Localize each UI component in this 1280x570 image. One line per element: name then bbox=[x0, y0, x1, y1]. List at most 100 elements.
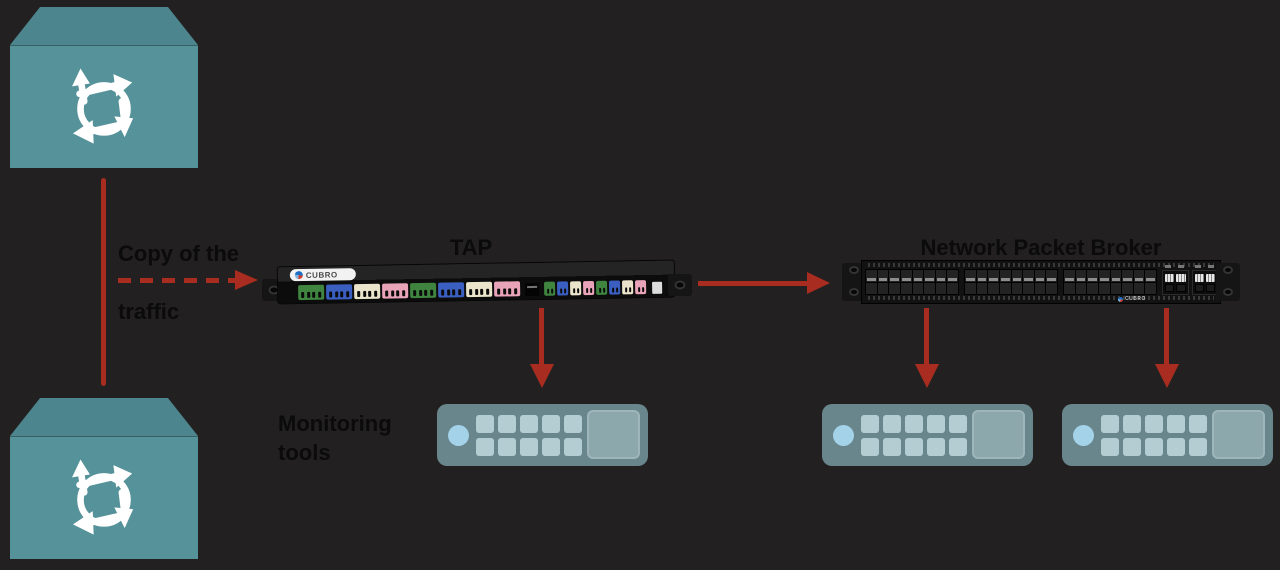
tool-button bbox=[1189, 438, 1207, 456]
port-hole bbox=[306, 291, 311, 298]
tap-label: TAP bbox=[449, 235, 493, 260]
tap-port bbox=[634, 280, 647, 295]
tool-led bbox=[833, 425, 854, 446]
tool-led bbox=[1073, 425, 1094, 446]
tool-button bbox=[861, 438, 879, 456]
monitoring-tool-2 bbox=[822, 404, 1033, 466]
router-link-line bbox=[101, 178, 106, 386]
tap-grouped-ports bbox=[298, 281, 521, 301]
tool-button bbox=[949, 415, 967, 433]
qsfp-port bbox=[1176, 273, 1186, 282]
tap-port-group bbox=[354, 283, 381, 300]
sfp-port bbox=[1098, 282, 1110, 294]
port-hole bbox=[563, 288, 566, 294]
tap-port-row bbox=[298, 277, 663, 301]
port-hole bbox=[508, 288, 512, 295]
tool-button bbox=[883, 415, 901, 433]
qsfp-port bbox=[1194, 273, 1204, 282]
sfp-port-banks bbox=[865, 269, 1157, 295]
npb-chassis: CUBRO bbox=[862, 261, 1220, 303]
sfp-port bbox=[947, 270, 958, 282]
port-hole bbox=[457, 289, 461, 296]
port-hole bbox=[550, 288, 553, 294]
tool-button bbox=[520, 415, 538, 433]
sfp-port bbox=[912, 270, 924, 282]
tap-port bbox=[608, 280, 621, 295]
brand-badge: CUBRO bbox=[1118, 296, 1146, 302]
copy-traffic-arrow-shaft bbox=[118, 278, 236, 283]
qsfp-port bbox=[1176, 283, 1186, 292]
sfp-port bbox=[976, 270, 988, 282]
sfp-port bbox=[935, 282, 947, 294]
rack-mount-hole bbox=[849, 288, 859, 296]
sfp-port bbox=[889, 282, 900, 294]
port-hole bbox=[329, 291, 333, 298]
sfp-port bbox=[988, 282, 999, 294]
port-hole bbox=[546, 288, 549, 294]
sfp-port bbox=[935, 270, 947, 282]
copy-traffic-label-line2: traffic bbox=[118, 299, 180, 324]
port-hole bbox=[628, 287, 631, 293]
cubro-logo-icon bbox=[1118, 296, 1123, 302]
tool-led bbox=[448, 425, 469, 446]
port-hole bbox=[413, 290, 417, 297]
tool-button bbox=[949, 438, 967, 456]
sfp-port bbox=[1098, 270, 1110, 282]
arrow-shaft bbox=[1164, 308, 1169, 366]
tap-to-npb-arrow bbox=[698, 271, 830, 295]
port-hole bbox=[424, 289, 428, 296]
sfp-port bbox=[1011, 282, 1023, 294]
port-hole bbox=[469, 289, 473, 296]
tool-screen bbox=[1212, 410, 1265, 459]
sfp-port bbox=[889, 270, 900, 282]
tap-port bbox=[570, 281, 582, 296]
arrowhead bbox=[1155, 364, 1179, 388]
tap-port-divider bbox=[525, 282, 540, 297]
port-hole bbox=[497, 288, 501, 295]
qsfp-port-bank bbox=[1162, 265, 1189, 295]
arrow-shaft bbox=[924, 308, 929, 366]
sfp-port bbox=[1087, 270, 1098, 282]
sfp-port bbox=[1145, 282, 1156, 294]
sfp-port bbox=[965, 270, 976, 282]
tool-button bbox=[883, 438, 901, 456]
sfp-port bbox=[1075, 282, 1087, 294]
sfp-port bbox=[1046, 282, 1057, 294]
arrowhead bbox=[807, 272, 830, 294]
sfp-port bbox=[965, 282, 976, 294]
port-hole bbox=[362, 290, 366, 297]
tap-port bbox=[544, 281, 556, 296]
sfp-port bbox=[1133, 282, 1145, 294]
port-hole bbox=[340, 291, 344, 298]
copy-traffic-label-line1: Copy of the bbox=[118, 241, 239, 266]
tap-port bbox=[595, 280, 608, 295]
port-hole bbox=[572, 288, 575, 294]
port-hole bbox=[611, 287, 614, 293]
sfp-port bbox=[976, 282, 988, 294]
port-hole bbox=[390, 290, 394, 297]
tool-button bbox=[498, 438, 516, 456]
sfp-port bbox=[1110, 282, 1122, 294]
port-hole bbox=[418, 289, 422, 296]
sfp-port bbox=[1011, 270, 1023, 282]
port-hole bbox=[452, 289, 456, 296]
sfp-port bbox=[1023, 282, 1034, 294]
tap-port-group bbox=[326, 284, 353, 300]
sfp-port-bank bbox=[964, 269, 1058, 295]
sfp-port bbox=[900, 282, 912, 294]
sfp-port bbox=[866, 282, 877, 294]
router-top-face bbox=[10, 7, 198, 45]
tap-port-group bbox=[410, 282, 437, 299]
sfp-port bbox=[900, 270, 912, 282]
router-top-face bbox=[10, 398, 198, 436]
qsfp-port bbox=[1165, 273, 1175, 282]
monitoring-tools-label: Monitoring tools bbox=[278, 411, 392, 465]
tap-info-tag bbox=[652, 281, 663, 294]
port-hole bbox=[559, 288, 562, 294]
sfp-port bbox=[877, 270, 889, 282]
tool-button bbox=[905, 438, 923, 456]
sfp-port bbox=[1110, 270, 1122, 282]
port-hole bbox=[312, 291, 316, 298]
tool-button bbox=[564, 438, 582, 456]
